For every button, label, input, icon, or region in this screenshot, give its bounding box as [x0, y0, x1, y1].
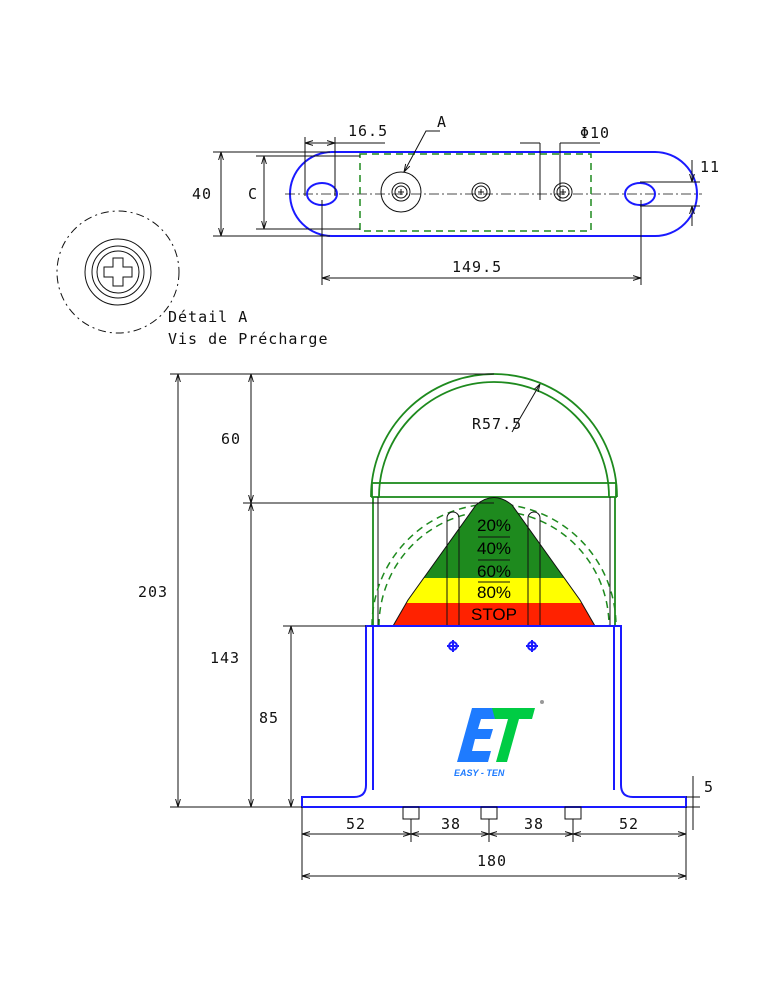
dim-149-5: 149.5: [452, 258, 502, 276]
dim-52-left: 52: [346, 815, 366, 833]
logo-text: EASY - TEN: [454, 768, 505, 778]
dim-11: 11: [700, 158, 720, 176]
detail-title: Détail A: [168, 308, 248, 326]
dim-16-5: 16.5: [348, 122, 388, 140]
top-view: 40 C 16.5 A Φ10 11 149.5: [192, 113, 720, 285]
slot-right: [624, 182, 656, 206]
dim-c: C: [248, 185, 258, 203]
detail-a: Détail A Vis de Précharge: [56, 210, 329, 348]
crosshair-icon: [447, 640, 459, 652]
dim-52-right: 52: [619, 815, 639, 833]
indicator-80: 80%: [477, 583, 511, 602]
indicator-40: 40%: [477, 539, 511, 558]
dim-phi10: Φ10: [580, 124, 610, 142]
front-view: 20% 40% 60% 80% STOP EASY - TEN R57.5 20…: [138, 373, 714, 880]
dim-180: 180: [477, 852, 507, 870]
label-a: A: [437, 113, 447, 131]
detail-subtitle: Vis de Précharge: [168, 330, 329, 348]
crosshair-icon: [526, 640, 538, 652]
indicator-footprint: [359, 153, 592, 232]
dim-143: 143: [210, 649, 240, 667]
dim-38-right: 38: [524, 815, 544, 833]
dim-40: 40: [192, 185, 212, 203]
easy-ten-logo: EASY - TEN: [454, 700, 544, 778]
screw-icon: [391, 182, 411, 202]
dim-85: 85: [259, 709, 279, 727]
indicator-stop: STOP: [471, 605, 517, 624]
dim-38-left: 38: [441, 815, 461, 833]
indicator-20: 20%: [477, 516, 511, 535]
screw-icon: [553, 182, 573, 202]
screw-icon: [471, 182, 491, 202]
dim-203: 203: [138, 583, 168, 601]
indicator-60: 60%: [477, 562, 511, 581]
dim-r57-5: R57.5: [472, 415, 522, 433]
screw-detail-icon: [84, 238, 152, 306]
dim-5: 5: [704, 778, 714, 796]
dim-60: 60: [221, 430, 241, 448]
